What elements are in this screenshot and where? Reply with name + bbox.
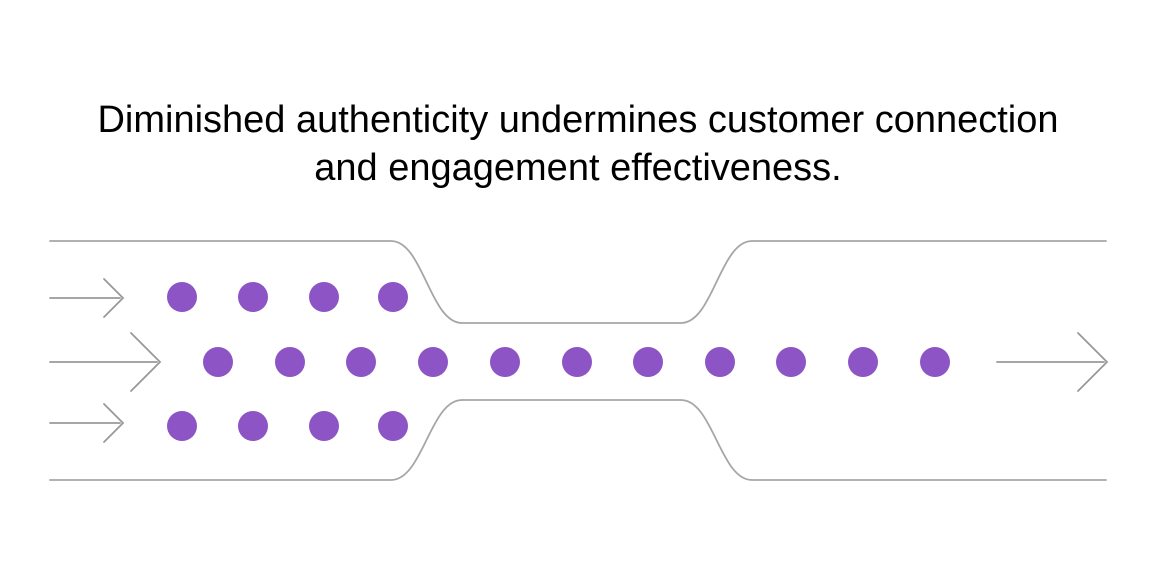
flow-dot <box>309 411 339 441</box>
title-line-1: Diminished authenticity undermines custo… <box>97 99 1059 141</box>
flow-dot <box>238 411 268 441</box>
flow-dot <box>705 347 735 377</box>
inflow-arrow-top-icon <box>49 278 125 318</box>
flow-dot <box>418 347 448 377</box>
diagram-title: Diminished authenticity undermines custo… <box>0 96 1156 192</box>
funnel-outline-bottom <box>49 399 1107 481</box>
inflow-arrow-middle-icon <box>49 332 162 392</box>
flow-dot <box>633 347 663 377</box>
flow-dot <box>490 347 520 377</box>
funnel-outline-top <box>49 240 1107 324</box>
flow-dot <box>562 347 592 377</box>
flow-dot <box>167 282 197 312</box>
outflow-arrow-icon <box>996 332 1109 392</box>
flow-dot <box>238 282 268 312</box>
flow-dot <box>848 347 878 377</box>
flow-dot <box>203 347 233 377</box>
flow-dot <box>346 347 376 377</box>
flow-dot <box>776 347 806 377</box>
flow-dot <box>378 282 408 312</box>
inflow-arrow-bottom-icon <box>49 403 125 443</box>
flow-dot <box>275 347 305 377</box>
flow-dot <box>167 411 197 441</box>
title-line-2: and engagement effectiveness. <box>314 147 842 189</box>
flow-dot <box>920 347 950 377</box>
flow-dot <box>309 282 339 312</box>
flow-dot <box>378 411 408 441</box>
